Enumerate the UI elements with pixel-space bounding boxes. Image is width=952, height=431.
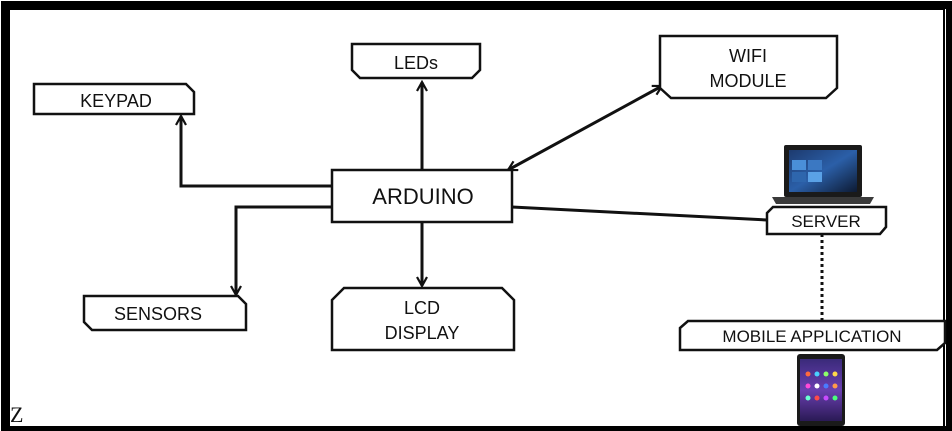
mobile-application-node: MOBILE APPLICATION [678,319,947,352]
leds-node: LEDs [350,42,482,80]
server-label: SERVER [791,212,861,231]
arduino-label: ARDUINO [372,184,473,209]
server-node: SERVER [765,205,888,236]
wifi-label-line1: WIFI [729,46,767,66]
wifi-module-node: WIFI MODULE [658,34,839,100]
arduino-server-line [511,205,768,222]
connectors [181,82,824,320]
corner-mark: Z [10,402,24,427]
lcd-label-line1: LCD [404,298,440,318]
wifi-label-line2: MODULE [709,71,786,91]
sensors-label: SENSORS [114,304,202,324]
arduino-keypad-arrow [181,116,332,188]
lcd-display-node: LCD DISPLAY [330,286,516,352]
leds-label: LEDs [394,53,438,73]
arduino-sensors-arrow [236,205,332,295]
mobile-application-label: MOBILE APPLICATION [722,327,901,346]
smartphone-icon [797,354,845,426]
inner-frame [8,8,945,428]
sensors-node: SENSORS [82,294,248,332]
keypad-node: KEYPAD [32,82,196,116]
lcd-label-line2: DISPLAY [385,323,460,343]
keypad-label: KEYPAD [80,91,152,111]
arduino-node: ARDUINO [330,168,514,224]
laptop-icon [772,145,874,204]
arduino-wifi-arrow [508,84,662,172]
